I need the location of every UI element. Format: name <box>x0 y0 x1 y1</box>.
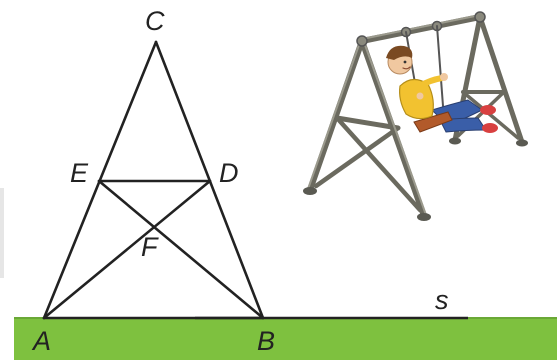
label-point-F: F <box>141 232 159 262</box>
triangle-frame <box>42 40 265 320</box>
swing-front-frame <box>307 38 427 219</box>
segment-AD <box>42 179 212 320</box>
label-point-C: C <box>145 6 165 36</box>
ground <box>14 317 557 360</box>
child-on-swing <box>386 45 498 133</box>
label-point-D: D <box>219 158 239 188</box>
swing-feet <box>303 137 528 221</box>
swing-top-bar <box>359 14 483 44</box>
label-point-E: E <box>70 158 89 188</box>
label-point-A: A <box>31 326 51 356</box>
segment-BE <box>97 179 265 320</box>
swing-set-illustration <box>303 11 528 221</box>
label-point-B: B <box>257 326 275 356</box>
left-edge-mark <box>0 188 4 278</box>
label-line-s: s <box>435 285 449 315</box>
